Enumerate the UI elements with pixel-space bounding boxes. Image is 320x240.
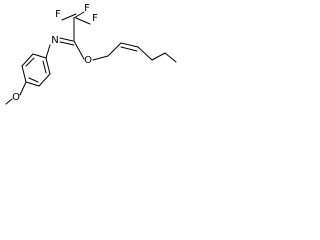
- fluorine-label-left: F: [55, 9, 61, 20]
- bond-c-o-ester: [73, 40, 85, 60]
- bond-ch-ch-double-a: [120, 42, 139, 48]
- bond-ch2-ch: [107, 42, 122, 57]
- ring-bond-1: [32, 53, 47, 59]
- ring-bond-6: [45, 57, 51, 75]
- chemical-structure: F F F N O O: [5, 3, 177, 105]
- ring-bond-5: [38, 73, 51, 87]
- bond-o-ch2: [92, 55, 109, 61]
- bond-ch2-ch2: [151, 52, 166, 61]
- fluorine-label-right: F: [92, 13, 98, 24]
- bond-c-f-right: [75, 17, 91, 25]
- ester-oxygen-label: O: [84, 55, 92, 66]
- bond-aryl-o-methoxy: [19, 81, 27, 96]
- bond-ch2-ch3: [164, 52, 177, 63]
- nitrogen-label: N: [51, 35, 58, 46]
- bond-c-n-double-a: [59, 37, 74, 42]
- ring-inner-bond-3: [42, 60, 47, 74]
- bond-c-f-left: [61, 13, 77, 21]
- atom-labels: F F F N O O: [12, 3, 98, 103]
- bond-o-methyl: [5, 98, 13, 105]
- fluorine-label-top: F: [84, 3, 90, 14]
- bond-ch-ch2: [137, 46, 153, 61]
- methoxy-oxygen-label: O: [12, 92, 20, 103]
- bond-n-aryl: [45, 44, 51, 59]
- ring-inner-bond-2: [28, 77, 39, 83]
- ring-inner-bond-1: [25, 57, 35, 67]
- ring-bond-2: [21, 53, 34, 67]
- bond-c-n-double-b: [59, 41, 75, 46]
- ring-bond-4: [25, 81, 40, 87]
- bonds: [5, 11, 177, 105]
- bond-c-f-top: [73, 11, 85, 19]
- bond-ch-ch-double-b: [120, 46, 138, 52]
- ring-bond-3: [21, 65, 27, 83]
